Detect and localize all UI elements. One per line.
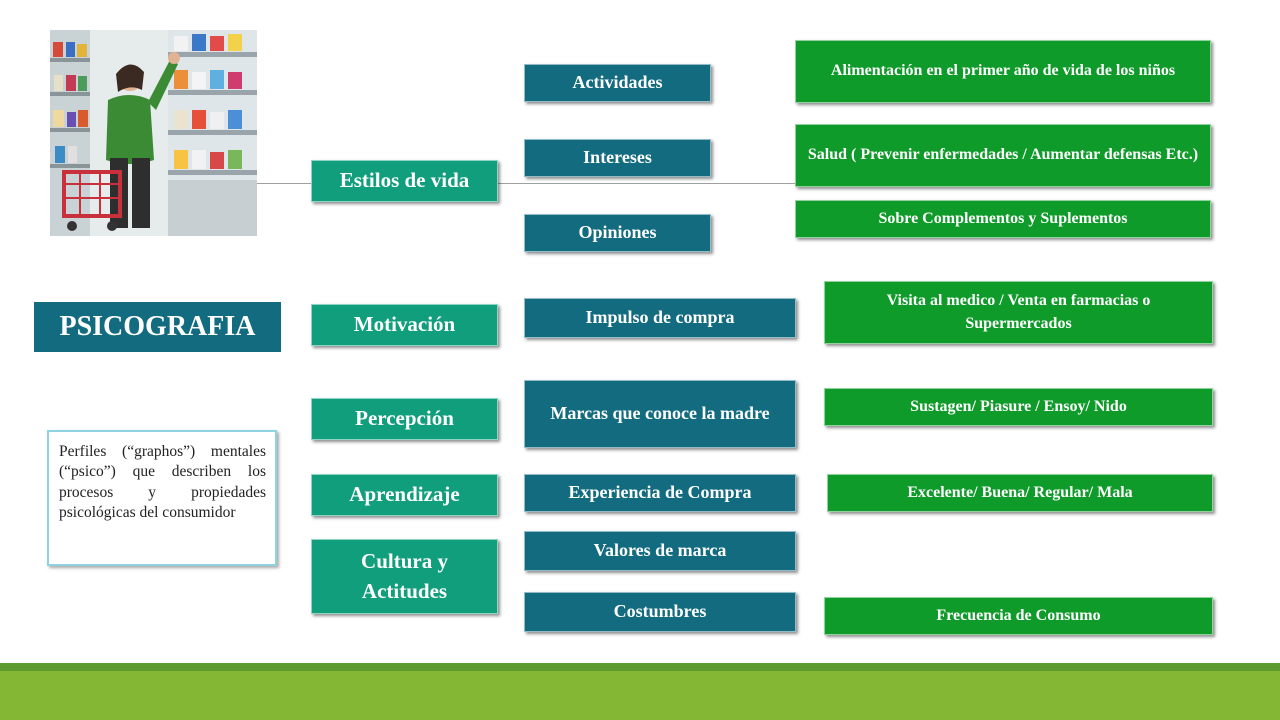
footer-band-light (0, 671, 1280, 720)
footer-band-dark (0, 663, 1280, 671)
detail-salud: Salud ( Prevenir enfermedades / Aumentar… (795, 124, 1211, 187)
detail-visita-al-medico: Visita al medico / Venta en farmacias o … (824, 281, 1213, 344)
item-intereses: Intereses (524, 139, 711, 177)
connector-line-right (498, 183, 795, 184)
category-percepcion: Percepción (311, 398, 498, 440)
category-cultura-y-actitudes: Cultura y Actitudes (311, 539, 498, 614)
detail-complementos: Sobre Complementos y Suplementos (795, 200, 1211, 238)
item-marcas-que-conoce: Marcas que conoce la madre (524, 380, 796, 448)
item-impulso-de-compra: Impulso de compra (524, 298, 796, 338)
detail-frecuencia-de-consumo: Frecuencia de Consumo (824, 597, 1213, 635)
category-estilos-de-vida: Estilos de vida (311, 160, 498, 202)
category-aprendizaje: Aprendizaje (311, 474, 498, 516)
connector-line-left (257, 183, 311, 184)
category-motivacion: Motivación (311, 304, 498, 346)
item-costumbres: Costumbres (524, 592, 796, 632)
detail-alimentacion: Alimentación en el primer año de vida de… (795, 40, 1211, 103)
definition-text: Perfiles (“graphos”) mentales (“psico”) … (47, 430, 277, 566)
item-valores-de-marca: Valores de marca (524, 531, 796, 571)
item-opiniones: Opiniones (524, 214, 711, 252)
shopper-photo (50, 30, 257, 236)
detail-calificacion: Excelente/ Buena/ Regular/ Mala (827, 474, 1213, 512)
item-experiencia-de-compra: Experiencia de Compra (524, 474, 796, 512)
page-title: PSICOGRAFIA (34, 302, 281, 352)
detail-marcas-lista: Sustagen/ Piasure / Ensoy/ Nido (824, 388, 1213, 426)
item-actividades: Actividades (524, 64, 711, 102)
